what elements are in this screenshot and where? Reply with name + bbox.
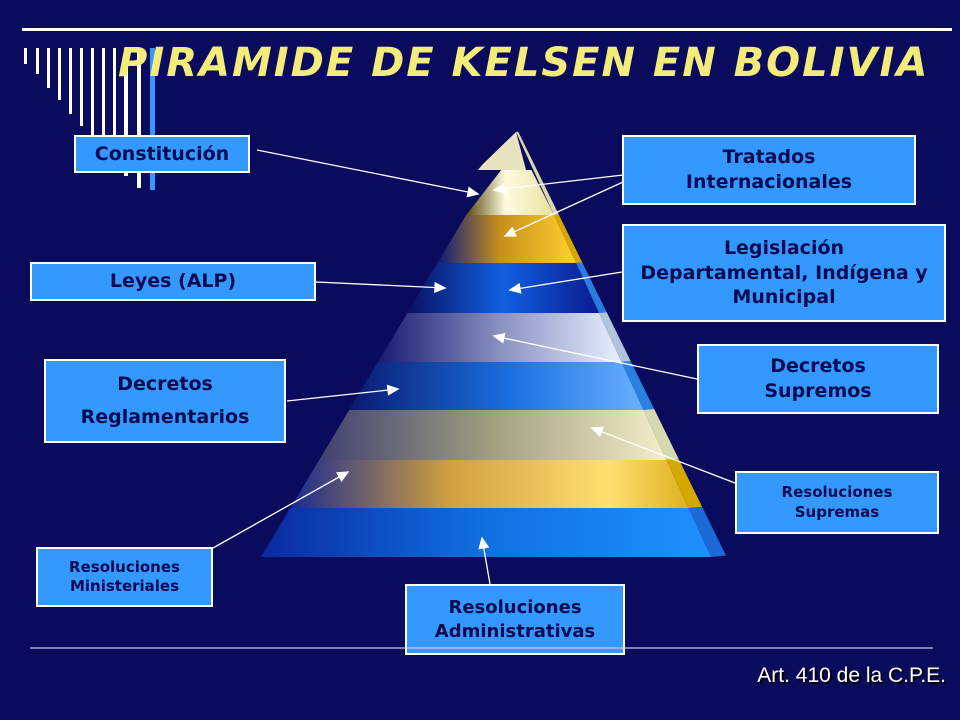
pyramid-layer <box>319 410 667 460</box>
arrow-head <box>466 186 480 198</box>
arrow-head <box>336 471 350 483</box>
arrow-head <box>503 226 517 237</box>
connector-arrow <box>212 471 349 549</box>
label-resoluciones-supremas: Resoluciones Supremas <box>735 471 939 534</box>
pyramid-side-facet <box>576 262 607 313</box>
pyramid-side-facet <box>621 361 655 410</box>
arrow-head <box>492 183 506 195</box>
label-constitucion: Constitución <box>74 135 250 173</box>
article-reference: Art. 410 de la C.P.E. <box>757 664 946 687</box>
pyramid-side-facet <box>666 458 703 508</box>
label-decretos-supremos: Decretos Supremos <box>697 344 939 414</box>
pyramid-apex <box>478 132 526 170</box>
connector-arrow <box>315 281 446 289</box>
pyramid-layer <box>290 460 689 508</box>
pyramid-layer <box>437 215 577 263</box>
arrow-head <box>478 536 490 550</box>
label-resoluciones-ministeriales: Resoluciones Ministeriales <box>36 547 213 607</box>
connector-arrow <box>504 181 624 237</box>
label-tratados-internacionales: Tratados Internacionales <box>622 135 916 205</box>
connector-arrow <box>286 388 399 402</box>
pyramid-side-facet <box>554 214 583 263</box>
label-resoluciones-administrativas: Resoluciones Administrativas <box>405 584 625 655</box>
connector-arrow <box>493 174 624 191</box>
arrow-head <box>434 282 447 294</box>
arrow-head <box>492 332 506 344</box>
pyramid-side-facet <box>688 506 727 557</box>
connector-arrow <box>493 335 698 380</box>
connector-arrow <box>509 271 623 291</box>
pyramid-layer <box>466 170 555 215</box>
label-legislacion: Legislación Departamental, Indígena y Mu… <box>622 224 946 322</box>
arrow-head <box>508 282 522 294</box>
connector-arrow <box>591 427 736 484</box>
page-title: PIRAMIDE DE KELSEN EN BOLIVIA <box>118 40 930 86</box>
arrow-head <box>590 426 604 437</box>
pyramid-layer <box>261 508 711 557</box>
pyramid-layer <box>407 263 600 313</box>
pyramid-layer <box>349 362 644 410</box>
pyramid-side-facet <box>599 312 631 362</box>
label-leyes-alp: Leyes (ALP) <box>30 262 316 301</box>
arrow-head <box>386 384 400 396</box>
connector-arrow <box>256 149 479 195</box>
label-decretos-reglamentarios: Decretos Reglamentarios <box>44 359 286 443</box>
pyramid-side-facet <box>643 409 679 460</box>
pyramid-side-facet <box>516 131 559 215</box>
